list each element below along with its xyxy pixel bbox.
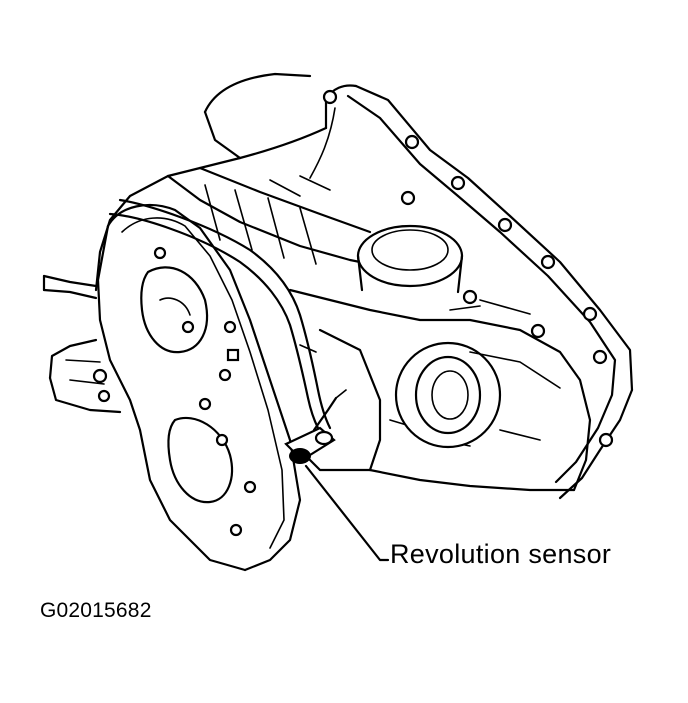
flange-bolts bbox=[322, 89, 614, 448]
callout-leader bbox=[304, 464, 390, 562]
mount-bracket bbox=[48, 338, 122, 414]
pipe bbox=[42, 274, 98, 300]
wire-harness bbox=[108, 198, 332, 430]
callout-label: Revolution sensor bbox=[390, 539, 612, 569]
end-cover bbox=[96, 203, 302, 572]
revolution-sensor bbox=[284, 389, 347, 464]
figure-code: G02015682 bbox=[40, 599, 152, 622]
cover-bolts bbox=[153, 246, 257, 537]
differential-boss bbox=[394, 341, 561, 449]
upper-housing bbox=[203, 72, 634, 500]
output-boss-top bbox=[356, 224, 464, 294]
